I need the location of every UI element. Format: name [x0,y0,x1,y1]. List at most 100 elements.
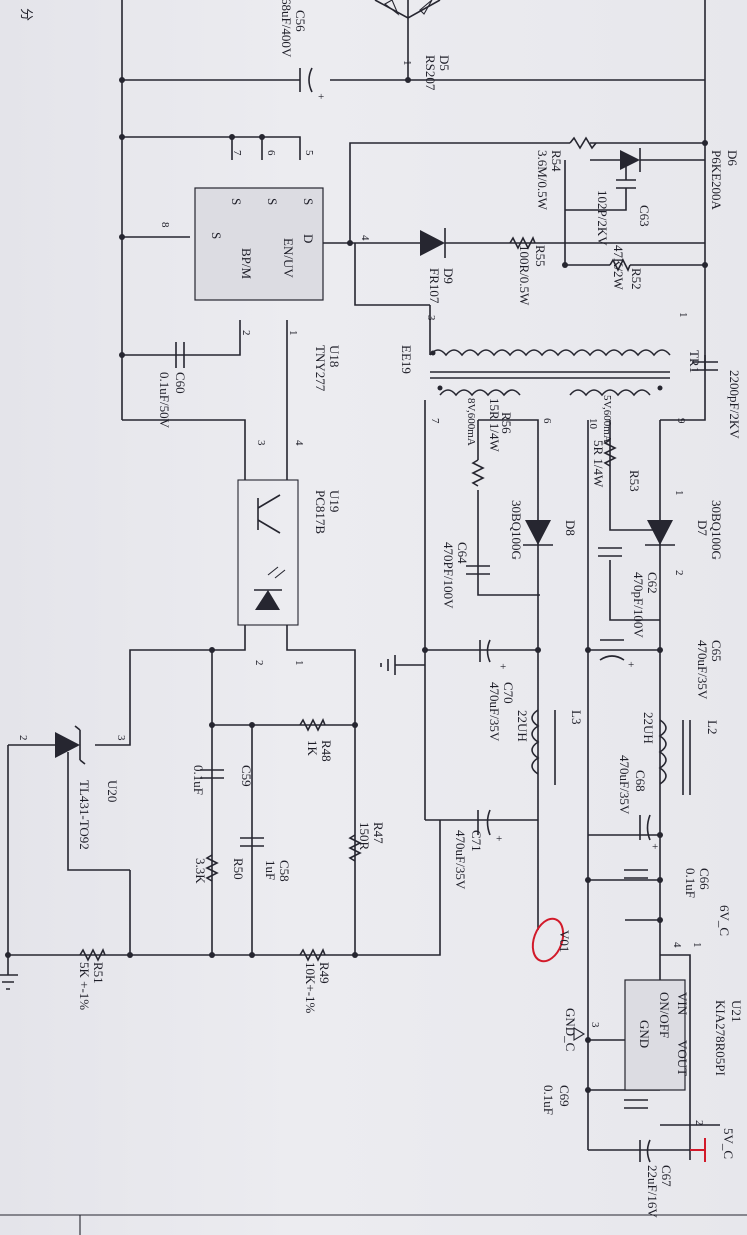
label-u20: U20 [105,780,120,802]
label-pin-3-tr: 3 [425,315,437,321]
label-d9-value: FR107 [427,268,442,304]
label-c68-value: 470uF/35V [617,755,632,815]
label-d8: D8 [563,520,578,536]
label-gnd-c: GND_C [563,1008,578,1051]
ground-symbol-left [0,955,18,990]
label-c70-value: 470uF/35V [487,682,502,742]
label-u21-vin: VIN [675,992,690,1016]
label-pin-5: 5 [303,150,315,156]
label-winding-8v: 8V,600mA [465,398,477,446]
label-c59-value: 0.1uF [191,765,206,795]
junctions [5,77,708,1093]
svg-text:+: + [500,661,506,673]
label-c69-value: 0.1uF [541,1085,556,1115]
label-2200pf: 2200pF/2KV [727,370,742,439]
capacitor-c56: + [299,67,324,103]
label-r50: R50 [231,858,246,880]
label-ee19: EE19 [399,345,414,374]
label-pin-4-u21: 4 [671,942,683,948]
label-c59: C59 [239,765,254,787]
label-pin-1-u19: 1 [293,660,305,666]
capacitor-c59 [200,769,224,779]
label-d5-value: RS207 [423,55,438,91]
label-pin-2: 2 [240,330,252,336]
ground-symbol-secondary [380,655,425,675]
capacitor-c66 [624,869,648,879]
label-c67: C67 [659,1165,674,1187]
label-c69: C69 [557,1085,572,1107]
label-r47-value: 150R [357,822,372,851]
label-winding-5v: 5V,600mA [601,395,613,443]
corner-mark: 分 [19,8,34,21]
capacitor-c71: + [477,809,502,845]
label-r54: R54 [549,150,564,172]
transformer-tr1 [429,349,671,397]
label-pin-2-u20: 2 [17,735,29,741]
capacitor-c70: + [479,639,506,673]
label-u21-vout: VOUT [675,1040,690,1076]
label-u18-value: TNY277 [313,345,328,392]
ic-u18 [194,187,324,301]
label-u18-s2: S [265,198,280,205]
label-c62-value: 470pF/100V [631,572,646,638]
label-r55-value: 100R/0.5W [517,245,532,306]
label-c58-value: 1uF [263,860,278,880]
label-d7-value: 30BQ100G [709,500,724,560]
label-c60-value: 0.1uF/50V [157,372,172,429]
label-c65: C65 [709,640,724,662]
component-labels: 分 C56 68uF/400V D5 RS207 1 D6 P6KE200A R… [17,0,744,1218]
label-c71-value: 470uF/35V [453,830,468,890]
label-r47: R47 [371,822,386,844]
label-pin-7: 7 [231,150,243,156]
label-c56: C56 [293,10,308,32]
label-r49-value: 10K+-1% [303,962,318,1014]
svg-text:+: + [496,833,502,845]
label-u18-enuv: EN/UV [281,238,296,278]
label-c60: C60 [173,372,188,394]
label-d5-pin: 1 [401,60,413,66]
inductor-l2 [658,719,691,795]
label-pin-1: 1 [287,330,299,336]
label-u21-value: KIA278R05PI [713,1000,728,1076]
capacitor-c65: + [599,639,634,671]
tvs-d6 [590,148,705,172]
label-d6-value: P6KE200A [709,150,724,211]
label-6v-c: 6V_C [717,905,732,936]
label-c66-value: 0.1uF [683,868,698,898]
capacitor-c60 [175,342,185,368]
label-d9: D9 [441,268,456,284]
label-r48: R48 [319,740,334,762]
label-l3-value: 22UH [515,710,530,742]
label-d6: D6 [725,150,740,166]
label-u18-s1: S [301,198,316,205]
label-c68: C68 [633,770,648,792]
label-r51-value: 5K +-1% [77,962,92,1010]
label-pin-1-u21: 1 [691,942,703,948]
label-u18-s4: S [209,232,224,239]
label-l2-value: 22UH [641,712,656,744]
label-c70: C70 [501,682,516,704]
label-v01: V01 [557,930,572,952]
optocoupler-u19 [237,479,299,626]
label-r52: R52 [629,268,644,290]
inductor-l3 [531,709,556,785]
label-u21: U21 [729,1000,744,1022]
label-c64-value: 470PF/100V [441,542,456,609]
resistor-r52 [609,258,631,272]
label-r55: R55 [533,245,548,267]
label-c71: C71 [469,830,484,852]
label-u18-bpm: BP/M [239,248,254,280]
ground-symbol-gnd-c [573,1027,586,1041]
label-pin-2-u19: 2 [253,660,265,666]
label-pin-4-u19: 4 [293,440,305,446]
label-c65-value: 470uF/35V [695,640,710,700]
label-c58: C58 [277,860,292,882]
capacitor-c58 [240,837,264,847]
label-u19-value: PC817B [313,490,328,534]
label-u21-gnd: GND [637,1020,652,1048]
label-c63: C63 [637,205,652,227]
label-r56-value: 15R 1/4W [487,398,502,453]
red-annotation [531,917,706,1162]
